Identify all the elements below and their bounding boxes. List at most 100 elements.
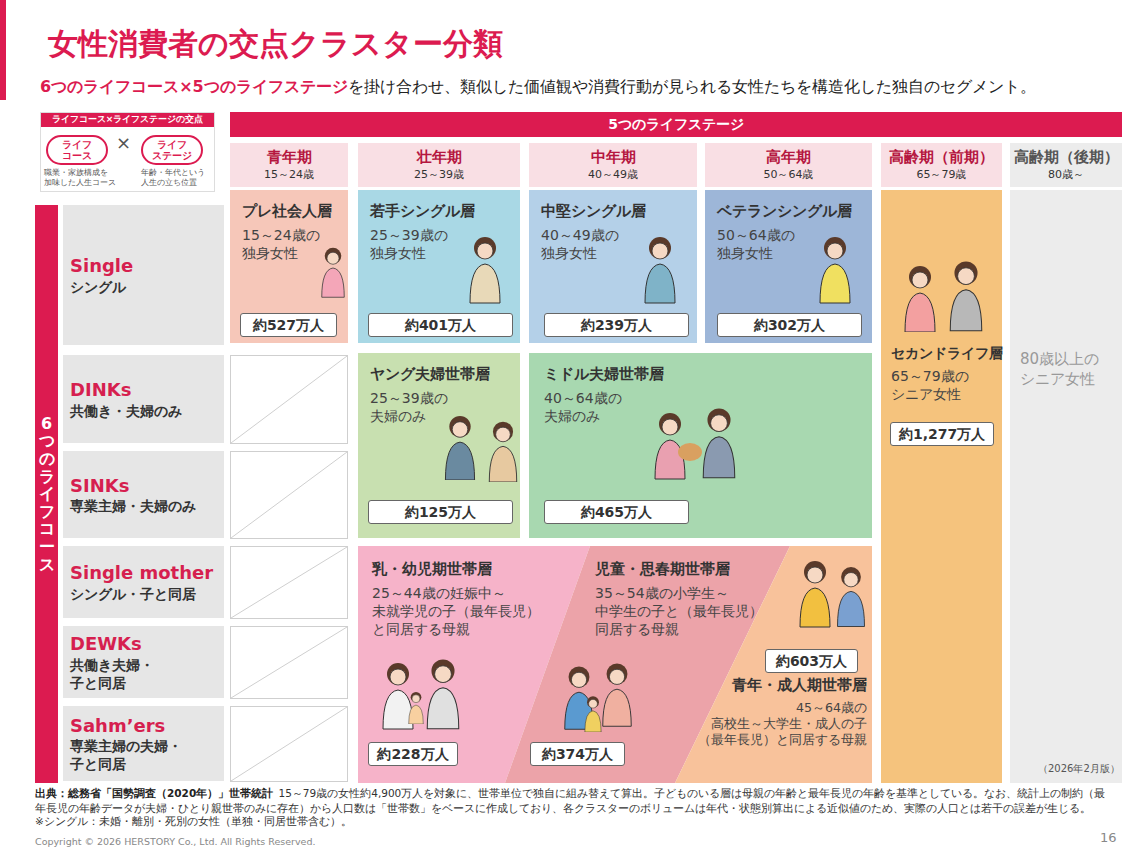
woman-figure (820, 237, 850, 303)
version-note: （2026年2月版） (1038, 762, 1120, 775)
text-line: 夫婦のみ (370, 408, 426, 424)
node-heading: 乳・幼児期世帯層 (372, 560, 492, 580)
count-badge: 約228万人 (368, 742, 458, 766)
cluster-box: SINKs専業主婦・夫婦のみ (63, 451, 224, 538)
node-heading: ライフコース×ライフステージの交点 (41, 113, 214, 127)
node-heading: ベテランシングル層 (717, 202, 852, 222)
text-line: 65～79歳の (891, 368, 969, 384)
text-line: 40～49歳の (541, 227, 619, 243)
node-heading: セカンドライフ層 (891, 345, 1003, 363)
man-figure (950, 261, 982, 330)
text-line: 子と同居 (70, 756, 126, 772)
band-fill (675, 546, 872, 783)
text-line: 35～54歳の小学生～ (595, 585, 729, 601)
child-figure (565, 667, 594, 730)
text-line: ステージ (152, 150, 192, 161)
cluster-box: Single シングル (63, 205, 224, 345)
cluster-box: ミドル夫婦世帯層40～64歳の 夫婦のみ約465万人 (529, 353, 872, 538)
node-heading: 青年期 (267, 148, 312, 168)
text-line: 夫婦のみ (544, 408, 600, 424)
text-line: 25～39歳の (370, 390, 448, 406)
count-badge: ライフ コース職業・家族構成を 加味した人生コース (46, 135, 108, 165)
count-badge: 約603万人 (765, 649, 858, 673)
node-heading: 6つのライフコース (39, 415, 55, 573)
node-heading: SINKs (70, 474, 129, 497)
woman-figure (603, 664, 632, 727)
man-figure (703, 408, 735, 477)
cluster-box: 青年期15～24歳 (230, 143, 348, 187)
woman-figure (645, 237, 675, 303)
woman-figure (655, 413, 685, 479)
text-line: 共働き夫婦・ (70, 657, 154, 673)
count-badge: 約125万人 (368, 500, 513, 524)
text-line: 独身女性 (370, 245, 426, 261)
node-heading: 高齢期（前期） (889, 148, 994, 168)
text-line: 15～24歳の (242, 227, 320, 243)
text-line: シングル・子と同居 (70, 586, 196, 602)
cluster-box: 5つのライフステージ (230, 112, 1122, 137)
cluster-box: DINKs共働き・夫婦のみ (63, 355, 224, 443)
footnote: ※シングル：未婚・離別・死別の女性（単独・同居世帯含む）。 (35, 815, 352, 829)
node-heading: 若手シングル層 (370, 202, 475, 222)
count-badge: 約401万人 (368, 313, 513, 337)
node-text: シングル・子と同居 (70, 585, 196, 603)
text-line: 25～44歳の妊娠中～ (372, 585, 506, 601)
text-line: 50～64歳の (717, 227, 795, 243)
node-heading: 約125万人 (405, 503, 476, 521)
node-heading: ヤング夫婦世帯層 (370, 365, 490, 385)
node-heading: 約401万人 (405, 316, 476, 334)
node-heading: 約527万人 (253, 316, 324, 334)
node-heading: Single (70, 254, 133, 277)
woman-figure (489, 422, 516, 482)
text-line: 中学生の子と（最年長児） (595, 603, 763, 619)
cluster-box: 青年・成人期世帯層45～64歳の 高校生～大学生・成人の子 （最年長児）と同居す… (675, 546, 872, 783)
text-line: ライフ (62, 139, 92, 150)
node-heading: 80歳以上の シニア女性 (1020, 350, 1099, 389)
text-line: 人生の立ち位置 (141, 178, 197, 187)
text-line: 高校生～大学生・成人の子 (711, 716, 867, 731)
text-line: 専業主婦・夫婦のみ (70, 498, 196, 514)
count-badge: 約527万人 (240, 313, 337, 337)
count-badge: 約374万人 (530, 742, 625, 766)
node-heading: 高年期 (766, 148, 811, 168)
cluster-box: 高齢期（後期）80歳～ (1010, 143, 1122, 187)
node-text: 専業主婦・夫婦のみ (70, 497, 196, 515)
subtitle: 6つのライフコース×5つのライフステージを掛け合わせ、類似した価値観や消費行動が… (40, 76, 1140, 98)
page-title: 女性消費者の交点クラスター分類 (48, 24, 503, 63)
node-text: 35～54歳の小学生～ 中学生の子と（最年長児） 同居する母親 (595, 584, 763, 639)
text-line: ライフ (157, 139, 187, 150)
node-heading: 児童・思春期世帯層 (595, 560, 730, 580)
text-line: 45～64歳の (796, 700, 867, 715)
node-text: 65～79歳 (917, 168, 967, 182)
node-text: 職業・家族構成を 加味した人生コース (44, 168, 116, 187)
text-line: シニア女性 (891, 386, 961, 402)
accent-bar (0, 0, 6, 100)
cluster-box: 中年期40～49歳 (529, 143, 697, 187)
node-heading: Single mother (70, 561, 213, 584)
cluster-box: 高年期50～64歳 (705, 143, 872, 187)
node-text: 40～64歳の 夫婦のみ (544, 389, 622, 425)
text-line: シニア女性 (1020, 370, 1095, 388)
node-text: 共働き・夫婦のみ (70, 402, 182, 420)
node-text: 40～49歳の 独身女性 (541, 226, 619, 262)
node-heading: DINKs (70, 378, 131, 401)
woman-figure (322, 248, 345, 298)
woman-figure (470, 237, 500, 303)
text-run: 出典：総務省「国勢調査（2020年）」世帯統計 (35, 787, 273, 799)
node-heading: 約603万人 (776, 652, 847, 670)
cluster-box: 高齢期（前期）65～79歳 (881, 143, 1002, 187)
text-line: 専業主婦の夫婦・ (70, 738, 182, 754)
node-heading: 約1,277万人 (899, 425, 985, 443)
woman-figure (800, 561, 830, 627)
text-line: 未就学児の子（最年長児） (372, 603, 540, 619)
count-badge: ライフ ステージ年齢・年代という 人生の立ち位置 (141, 135, 203, 165)
cluster-box: プレ社会人層15～24歳の 独身女性約527万人 (230, 190, 348, 343)
node-text: 25～44歳の妊娠中～ 未就学児の子（最年長児） と同居する母親 (372, 584, 540, 639)
node-heading: DEWKs (70, 632, 142, 655)
text-line: シングル (70, 279, 126, 295)
cluster-box: DEWKs共働き夫婦・ 子と同居 (63, 626, 224, 698)
cluster-box: 中堅シングル層40～49歳の 独身女性約239万人 (529, 190, 697, 343)
text-line: 40～64歳の (544, 390, 622, 406)
text-line: 独身女性 (541, 245, 597, 261)
